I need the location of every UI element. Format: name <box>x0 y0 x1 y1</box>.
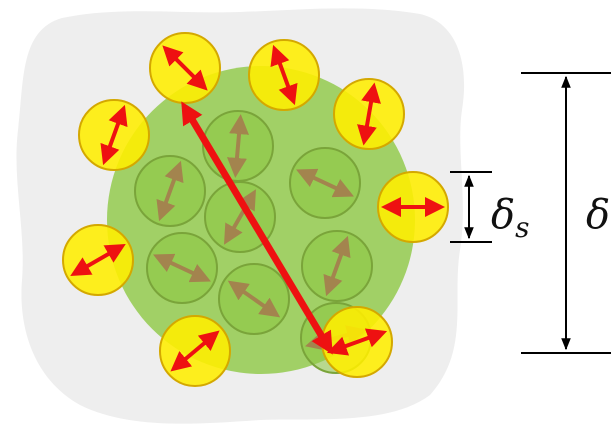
surface-particle <box>150 33 220 103</box>
surface-particle <box>322 307 392 377</box>
surface-particle <box>79 100 149 170</box>
surface-particle <box>63 225 133 295</box>
surface-particle <box>160 316 230 386</box>
inner-particle <box>290 148 360 218</box>
surface-particle <box>334 79 404 149</box>
inner-particle <box>135 156 205 226</box>
inner-particle <box>302 231 372 301</box>
delta-s-label: δs <box>491 192 529 244</box>
inner-particle <box>147 233 217 303</box>
inner-particle <box>203 111 273 181</box>
delta-label: δ <box>586 192 610 238</box>
inner-particle <box>219 264 289 334</box>
surface-particle <box>249 40 319 110</box>
surface-particle <box>378 172 448 242</box>
